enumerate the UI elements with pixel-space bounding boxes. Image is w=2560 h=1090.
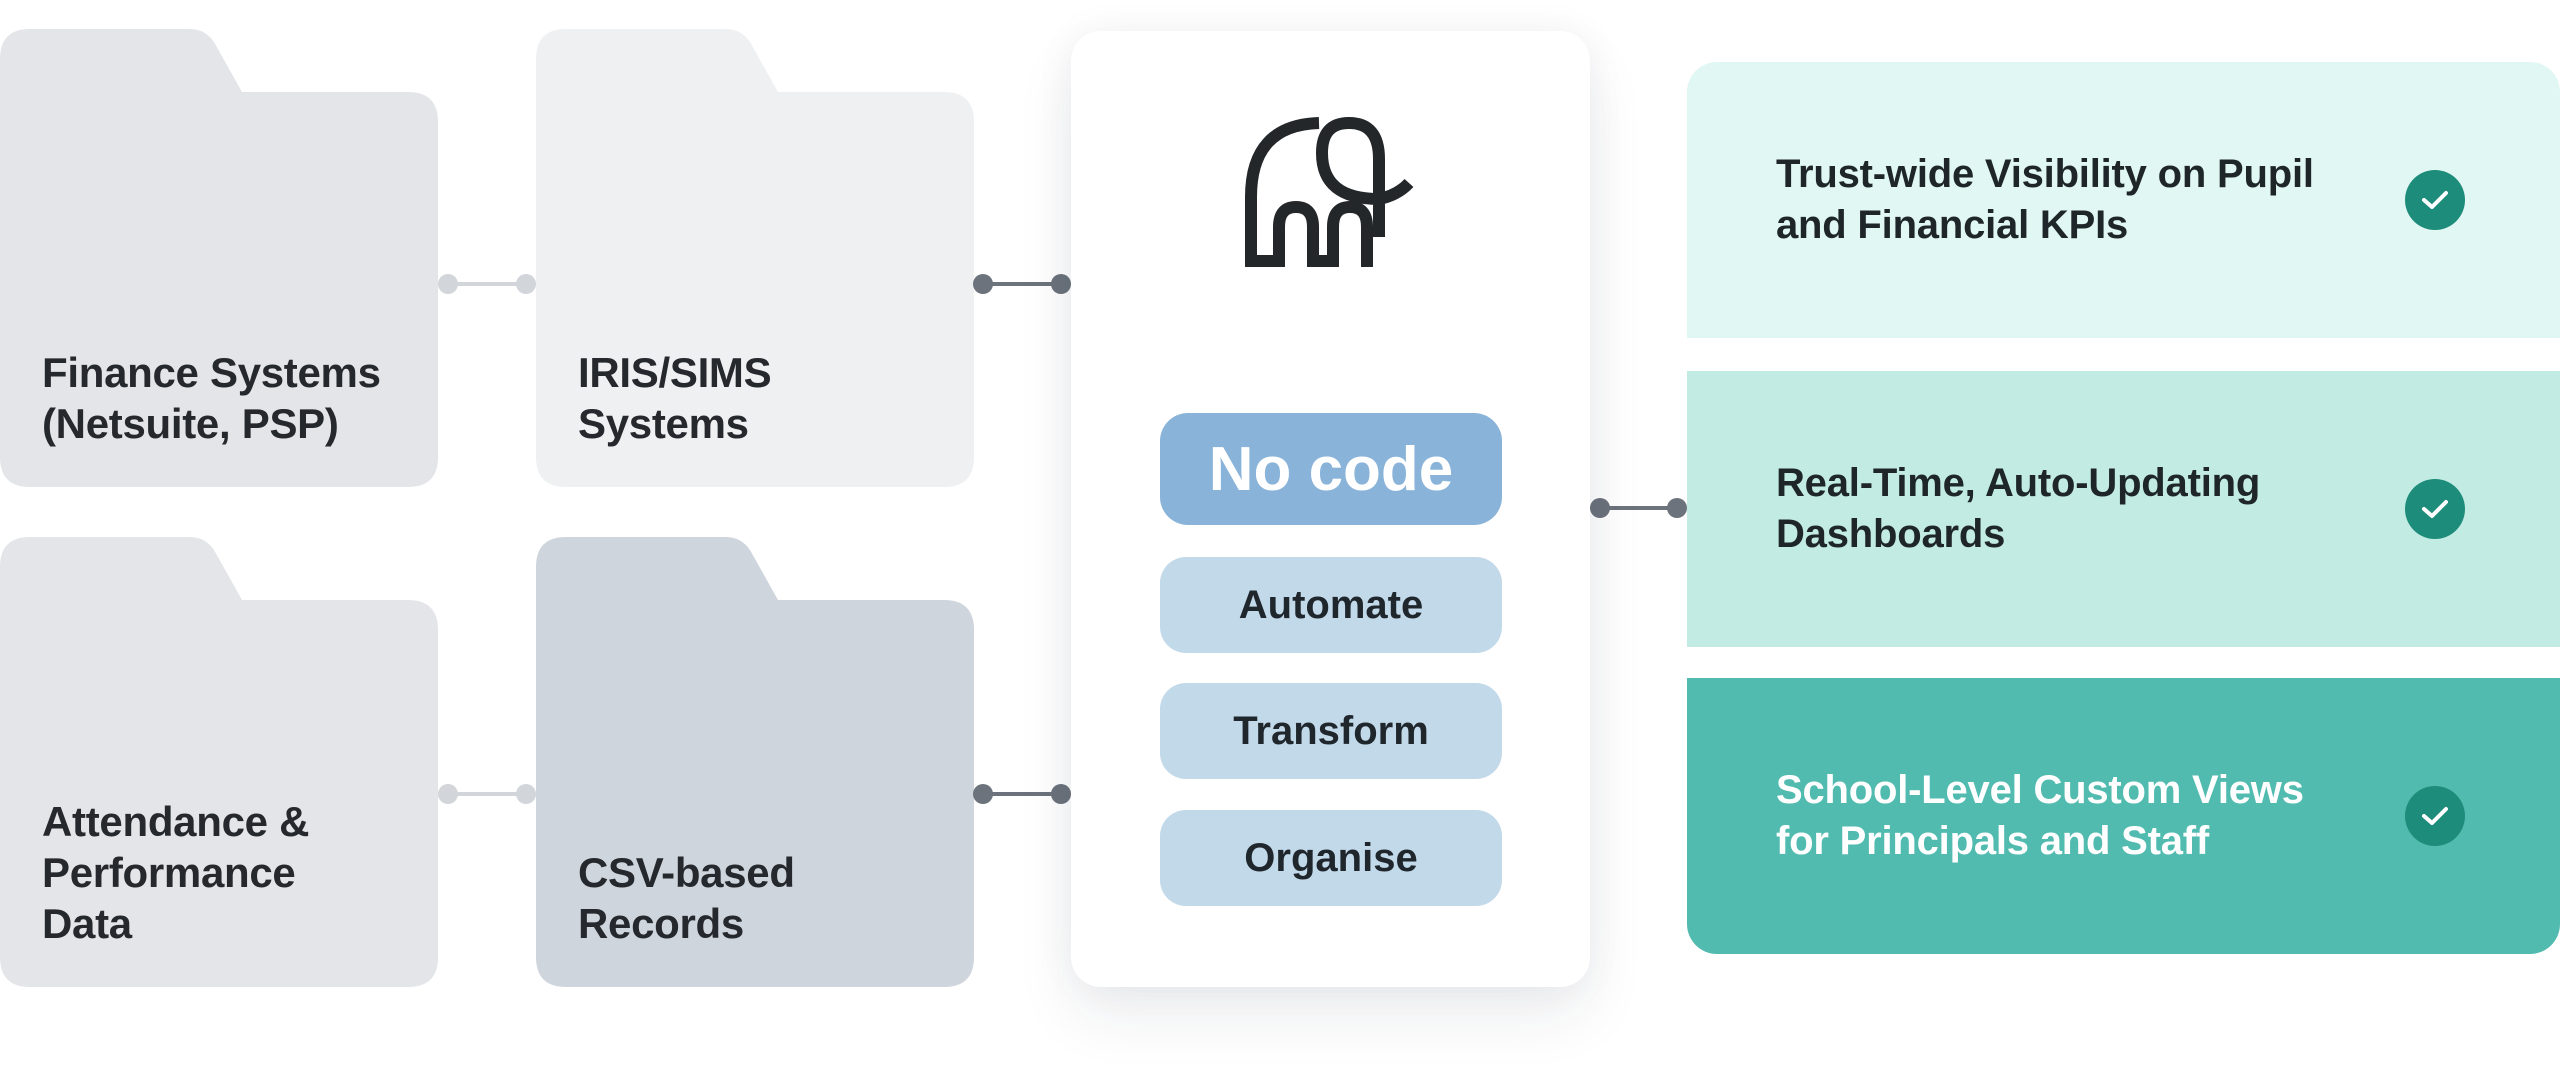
connector-dot xyxy=(973,274,993,294)
connector-dot xyxy=(438,784,458,804)
folder-icon xyxy=(0,537,438,987)
folder-icon xyxy=(0,29,438,487)
folder-shape xyxy=(0,29,438,487)
check-circle-icon xyxy=(2405,786,2465,846)
capability-transform: Transform xyxy=(1160,683,1502,779)
outcome-label: Real-Time, Auto-Updating Dashboards xyxy=(1776,461,2261,556)
connector-line xyxy=(983,792,1061,796)
outcome-item: Real-Time, Auto-Updating Dashboards xyxy=(1687,371,2560,647)
capability-organise: Organise xyxy=(1160,810,1502,906)
connector-dot xyxy=(516,784,536,804)
source-folder-finance-systems: Finance Systems (Netsuite, PSP) xyxy=(0,29,438,487)
connector-dot xyxy=(1051,274,1071,294)
folder-icon xyxy=(536,537,974,987)
folder-shape xyxy=(0,537,438,987)
connector-dot xyxy=(1667,498,1687,518)
connector-attendance-to-csv xyxy=(438,784,536,804)
check-circle-icon xyxy=(2405,479,2465,539)
source-folder-attendance: Attendance & Performance Data xyxy=(0,537,438,995)
connector-dot xyxy=(1590,498,1610,518)
folder-icon xyxy=(536,29,974,487)
outcome-item: School-Level Custom Views for Principals… xyxy=(1687,678,2560,954)
connector-finance-to-iris xyxy=(438,274,536,294)
source-folder-csv-records: CSV-based Records xyxy=(536,537,974,995)
source-label: IRIS/SIMS Systems xyxy=(578,349,772,447)
check-circle-icon xyxy=(2405,170,2465,230)
connector-dot xyxy=(1051,784,1071,804)
connector-platform-to-outcomes xyxy=(1590,498,1687,518)
capability-automate: Automate xyxy=(1160,557,1502,653)
outcome-item: Trust-wide Visibility on Pupil and Finan… xyxy=(1687,62,2560,338)
connector-line xyxy=(983,282,1061,286)
connector-line xyxy=(448,792,526,796)
no-code-badge: No code xyxy=(1160,413,1502,525)
source-label: CSV-based Records xyxy=(578,849,795,947)
platform-card: No code Automate Transform Organise xyxy=(1071,31,1590,987)
connector-line xyxy=(1600,506,1677,510)
connector-dot xyxy=(438,274,458,294)
elephant-icon xyxy=(1245,117,1414,267)
source-label: Finance Systems (Netsuite, PSP) xyxy=(42,349,381,447)
connector-csv-to-platform xyxy=(973,784,1071,804)
folder-shape xyxy=(536,537,974,987)
outcome-label: School-Level Custom Views for Principals… xyxy=(1776,768,2304,863)
source-folder-iris-sims: IRIS/SIMS Systems xyxy=(536,29,974,487)
outcome-label: Trust-wide Visibility on Pupil and Finan… xyxy=(1776,152,2314,247)
connector-iris-to-platform xyxy=(973,274,1071,294)
folder-shape xyxy=(536,29,974,487)
source-label: Attendance & Performance Data xyxy=(42,798,310,947)
connector-line xyxy=(448,282,526,286)
connector-dot xyxy=(973,784,993,804)
connector-dot xyxy=(516,274,536,294)
